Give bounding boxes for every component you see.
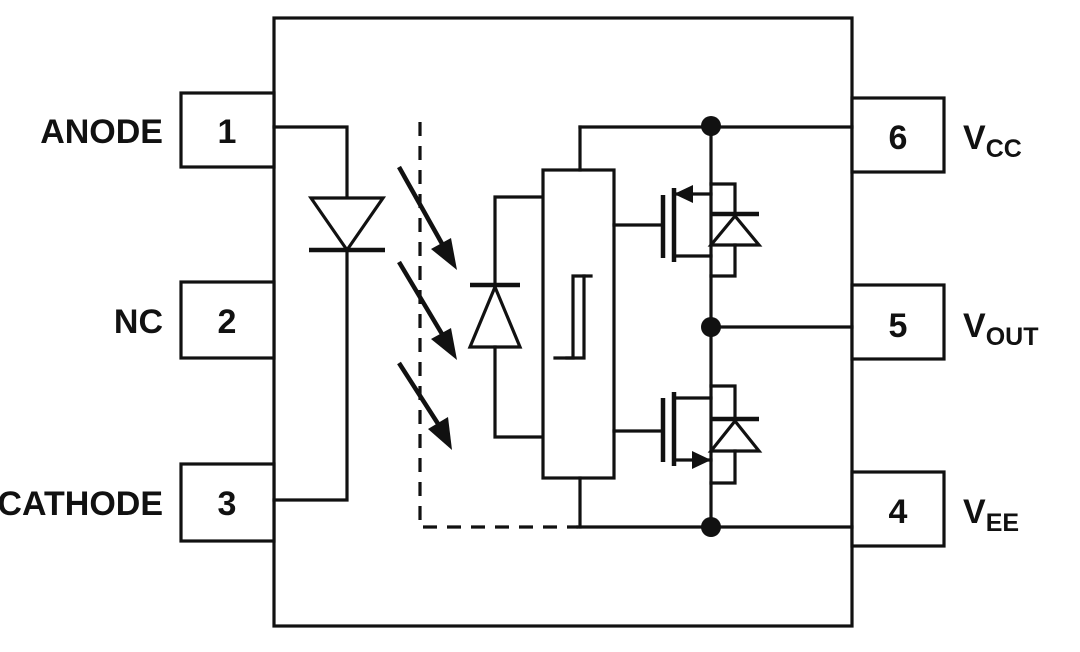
- pin-1-number: 1: [218, 113, 237, 151]
- lower-mosfet: [612, 325, 763, 529]
- junction-vout: [701, 317, 721, 337]
- vout-label-main: V: [963, 307, 986, 345]
- cathode-wire: [272, 248, 349, 502]
- light-arrow-2-shaft: [397, 260, 447, 341]
- anode-wire: [272, 125, 349, 200]
- vee-label: VEE: [963, 493, 1019, 537]
- junction-vcc: [701, 116, 721, 136]
- pin-5-number: 5: [889, 307, 908, 345]
- cathode-label: CATHODE: [0, 485, 163, 523]
- pin-4-box: [850, 470, 946, 548]
- input-led: [272, 125, 387, 502]
- photodiode-top-wire: [493, 195, 545, 285]
- vee-label-main: V: [963, 493, 986, 531]
- upper-arrow-icon: [674, 185, 693, 203]
- upper-mosfet: [612, 125, 763, 329]
- pin-4-number: 4: [889, 493, 908, 531]
- optical-shield-dashed: [418, 122, 578, 529]
- pin-3-box: [179, 462, 276, 543]
- vcc-label-sub: CC: [986, 135, 1022, 163]
- schmitt-symbol-b: [565, 274, 586, 360]
- pin-5-box: [850, 283, 946, 361]
- light-arrow-1-head: [431, 238, 457, 270]
- pin-6: 6: [850, 96, 946, 174]
- vout-label-sub: OUT: [986, 323, 1039, 351]
- junction-vee: [701, 517, 721, 537]
- pin-3-number: 3: [218, 485, 237, 523]
- pin-6-number: 6: [889, 119, 908, 157]
- vee-label-sub: EE: [986, 509, 1019, 537]
- light-arrows: [397, 165, 457, 450]
- photodiode-bottom-wire: [493, 345, 545, 439]
- vcc-label: VCC: [963, 119, 1022, 163]
- pin-2-number: 2: [218, 303, 237, 341]
- photodiode: [467, 195, 545, 439]
- pin-2: 2: [179, 280, 276, 360]
- pin-6-box: [850, 96, 946, 174]
- light-arrow-3-head: [428, 417, 452, 450]
- upper-body-diode-bottom: [709, 243, 737, 278]
- nc-label: NC: [114, 303, 163, 341]
- led-triangle: [307, 196, 387, 253]
- amplifier-box: [541, 168, 616, 480]
- upper-body-diode-top: [709, 182, 737, 214]
- vout-label: VOUT: [963, 307, 1038, 351]
- schmitt-amplifier: [541, 125, 616, 529]
- anode-label: ANODE: [40, 113, 163, 151]
- vcc-label-main: V: [963, 119, 986, 157]
- pin-4: 4: [850, 470, 946, 548]
- pin-1: 1: [179, 91, 276, 169]
- light-arrow-1-shaft: [397, 165, 447, 251]
- lower-body-diode-top: [709, 384, 737, 420]
- lower-body-diode-bottom: [709, 449, 737, 485]
- pin-3: 3: [179, 462, 276, 543]
- pin-2-box: [179, 280, 276, 360]
- pin-5: 5: [850, 283, 946, 361]
- lower-arrow-icon: [692, 451, 711, 469]
- schmitt-symbol-a: [553, 274, 593, 360]
- pin-1-box: [179, 91, 276, 169]
- light-arrow-2-head: [431, 328, 457, 360]
